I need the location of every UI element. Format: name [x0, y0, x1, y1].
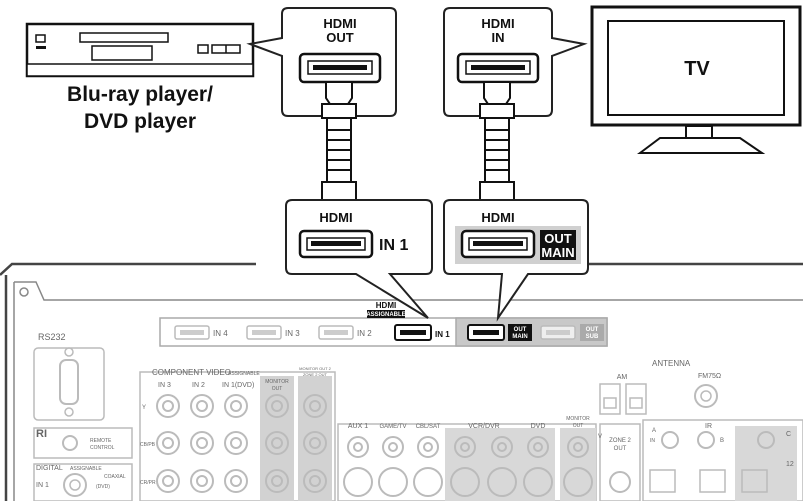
ri-label: RI	[36, 428, 47, 440]
receiver-out-badge-2: MAIN	[541, 245, 574, 260]
hdmi-port-in1	[395, 325, 431, 340]
hdmi-out-main-1: OUT	[514, 327, 527, 333]
hdmi-in3-label: IN 3	[285, 329, 300, 338]
player-label-line1: Blu-ray player/	[67, 83, 213, 106]
zone2-label-2: OUT	[614, 446, 627, 452]
monitor-out2-label: MONITOR OUT 2	[299, 366, 331, 371]
component-video-label: COMPONENT VIDEO	[152, 368, 231, 377]
ir-a-label: A	[652, 428, 656, 434]
digital-in1-label: IN 1	[36, 482, 49, 489]
dvd-label: DVD	[531, 423, 546, 430]
aux1-label: AUX 1	[348, 423, 368, 430]
component-assignable: ASSIGNABLE	[228, 371, 260, 377]
zone2-label-1: ZONE 2	[609, 438, 631, 444]
player-hdmi-out: OUT	[326, 30, 354, 45]
ir-b-label: B	[720, 438, 724, 444]
cr-label: CR/PR	[140, 480, 156, 486]
rs232-label: RS232	[38, 332, 66, 342]
hdmi-out-main-2: MAIN	[512, 334, 527, 340]
comp-in1-label: IN 1(DVD)	[222, 382, 254, 389]
digital-dvd-label: (DVD)	[96, 484, 110, 490]
y-label: Y	[142, 405, 146, 411]
hdmi-assignable: ASSIGNABLE	[366, 312, 405, 318]
hdmi-in1-label: IN 1	[435, 330, 450, 339]
coaxial-label: COAXIAL	[104, 474, 126, 480]
player-hdmi-title: HDMI	[323, 16, 356, 31]
hdmi-in4-label: IN 4	[213, 329, 228, 338]
ir-label: IR	[705, 423, 712, 430]
tv-hdmi-title: HDMI	[481, 16, 514, 31]
comp-in2-label: IN 2	[192, 382, 205, 389]
receiver-in-title: HDMI	[319, 210, 352, 225]
num12-label: 12	[786, 461, 794, 468]
am-label: AM	[617, 374, 628, 381]
vcr-dvr-label: VCR/DVR	[468, 423, 500, 430]
zone2-out-small: ZONE 2 OUT	[303, 372, 328, 377]
cb-label: CB/PB	[140, 442, 156, 448]
remote-label-1: REMOTE	[90, 438, 112, 444]
monitor-out-label-2: OUT	[272, 386, 283, 392]
fm-label: FM75Ω	[698, 373, 721, 380]
digital-label: DIGITAL	[36, 465, 63, 472]
tv-hdmi-in: IN	[492, 30, 505, 45]
hdmi-panel-title: HDMI	[376, 301, 396, 310]
antenna-label: ANTENNA	[652, 359, 691, 368]
hdmi-out-sub-1: OUT	[586, 327, 599, 333]
v-label: V	[598, 434, 602, 440]
tv-label: TV	[684, 58, 710, 80]
av-monitor-label-1: MONITOR	[566, 416, 590, 422]
receiver-out-title: HDMI	[481, 210, 514, 225]
player-label-line2: DVD player	[84, 110, 196, 133]
digital-assignable: ASSIGNABLE	[70, 466, 102, 472]
hdmi-in2-label: IN 2	[357, 329, 372, 338]
comp-in3-label: IN 3	[158, 382, 171, 389]
hdmi-out-sub-2: SUB	[586, 334, 599, 340]
tv	[592, 7, 800, 153]
c-label: C	[786, 431, 791, 438]
monitor-out-label-1: MONITOR	[265, 379, 289, 385]
av-monitor-label-2: OUT	[573, 423, 584, 429]
receiver-out-badge-1: OUT	[544, 231, 572, 246]
remote-label-2: CONTROL	[90, 445, 115, 451]
bluray-player	[27, 24, 253, 76]
ir-in-label: IN	[650, 438, 655, 444]
receiver-in-label: IN 1	[379, 237, 408, 254]
game-tv-label: GAME/TV	[379, 424, 406, 430]
cbl-sat-label: CBL/SAT	[416, 424, 441, 430]
